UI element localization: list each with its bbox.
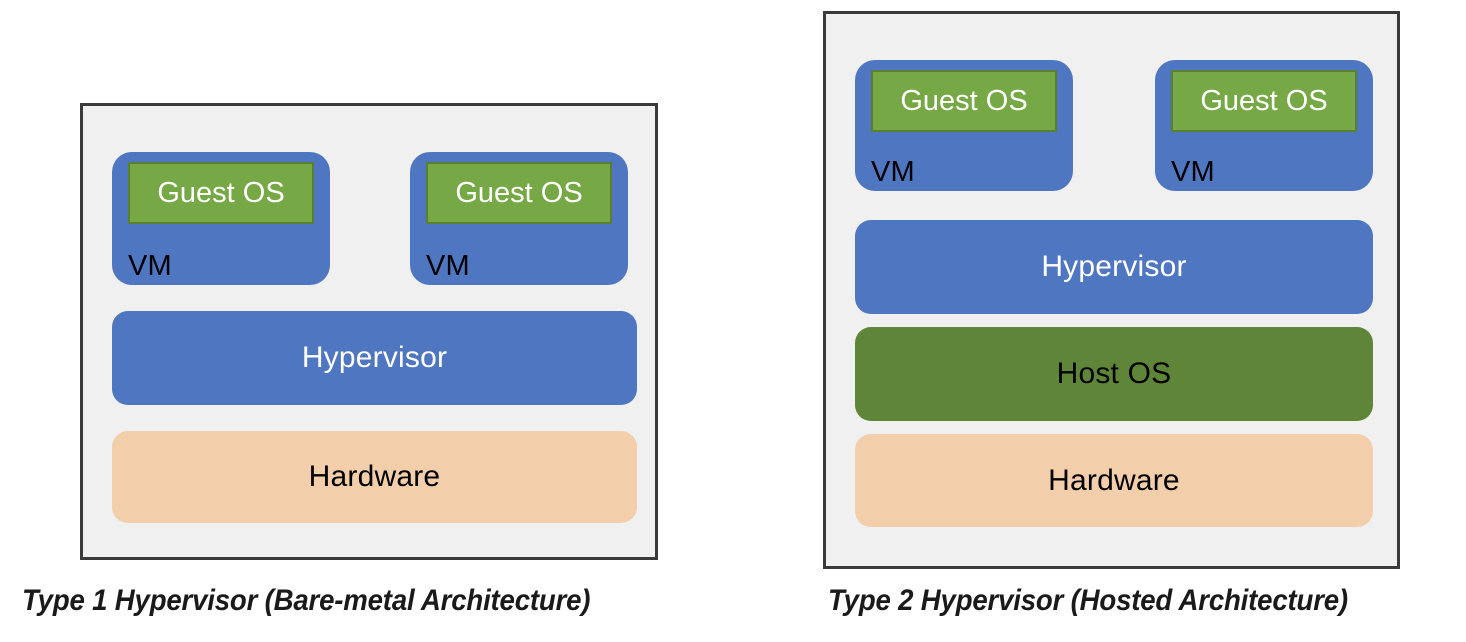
type2-vm-1-label: VM <box>871 156 915 188</box>
type1-panel: Guest OS VM Guest OS VM Hypervisor Hardw… <box>80 103 658 560</box>
type2-panel: Guest OS VM Guest OS VM Hypervisor Host … <box>823 11 1400 569</box>
type1-vm-1-guest-os: Guest OS <box>128 162 314 224</box>
type2-hardware-label: Hardware <box>1048 463 1180 497</box>
type1-vm-2: Guest OS VM <box>410 152 628 285</box>
type2-vm-1: Guest OS VM <box>855 60 1073 191</box>
type1-hardware-bar: Hardware <box>112 431 637 523</box>
type2-hypervisor-label: Hypervisor <box>1041 250 1187 283</box>
type2-vm-2-label: VM <box>1171 156 1215 188</box>
type2-caption: Type 2 Hypervisor (Hosted Architecture) <box>828 584 1348 617</box>
type1-hardware-label: Hardware <box>308 460 441 493</box>
type1-hypervisor-bar: Hypervisor <box>112 311 637 405</box>
type1-vm-2-label: VM <box>426 250 470 282</box>
type2-vm-2: Guest OS VM <box>1155 60 1373 191</box>
type1-vm-2-guest-os: Guest OS <box>426 162 612 224</box>
type2-hypervisor-bar: Hypervisor <box>855 220 1373 314</box>
type2-vm-2-guest-os: Guest OS <box>1171 70 1357 132</box>
type1-vm-1-label: VM <box>128 250 172 282</box>
type2-host-os-label: Host OS <box>1056 357 1172 390</box>
type1-vm-1: Guest OS VM <box>112 152 330 285</box>
type2-host-os-bar: Host OS <box>855 327 1373 421</box>
type1-hypervisor-label: Hypervisor <box>301 341 448 374</box>
type1-caption: Type 1 Hypervisor (Bare-metal Architectu… <box>22 584 591 617</box>
type2-hardware-bar: Hardware <box>855 434 1373 527</box>
type2-vm-1-guest-os: Guest OS <box>871 70 1057 132</box>
